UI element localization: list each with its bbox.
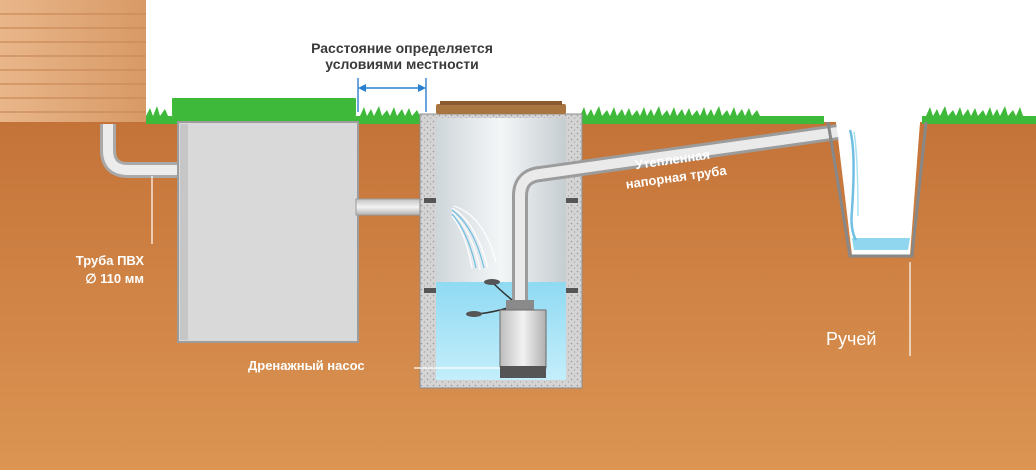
inflow-stream	[451, 205, 497, 271]
pvc-pipe-label-line2: ∅ 110 мм	[85, 271, 144, 286]
drainage-pump	[499, 300, 547, 378]
distance-label: Расстояние определяется условиями местно…	[288, 40, 516, 72]
pvc-pipe-label-line1: Труба ПВХ	[75, 253, 144, 268]
house-wall	[0, 0, 146, 122]
distance-label-line1: Расстояние определяется	[311, 40, 493, 56]
grass	[146, 98, 1036, 124]
stream-label: Ручей	[826, 328, 876, 350]
float-switch	[466, 279, 515, 317]
stream-label-text: Ручей	[826, 329, 877, 349]
leader-lines	[151, 176, 911, 369]
stream-ditch	[826, 121, 928, 258]
pvc-pipe-label: Труба ПВХ ∅ 110 мм	[48, 252, 144, 288]
distance-label-line2: условиями местности	[325, 56, 479, 72]
distance-dimension	[357, 78, 427, 112]
pump-label: Дренажный насос	[248, 358, 365, 374]
pump-label-text: Дренажный насос	[248, 358, 365, 373]
septic-tank	[177, 121, 359, 343]
